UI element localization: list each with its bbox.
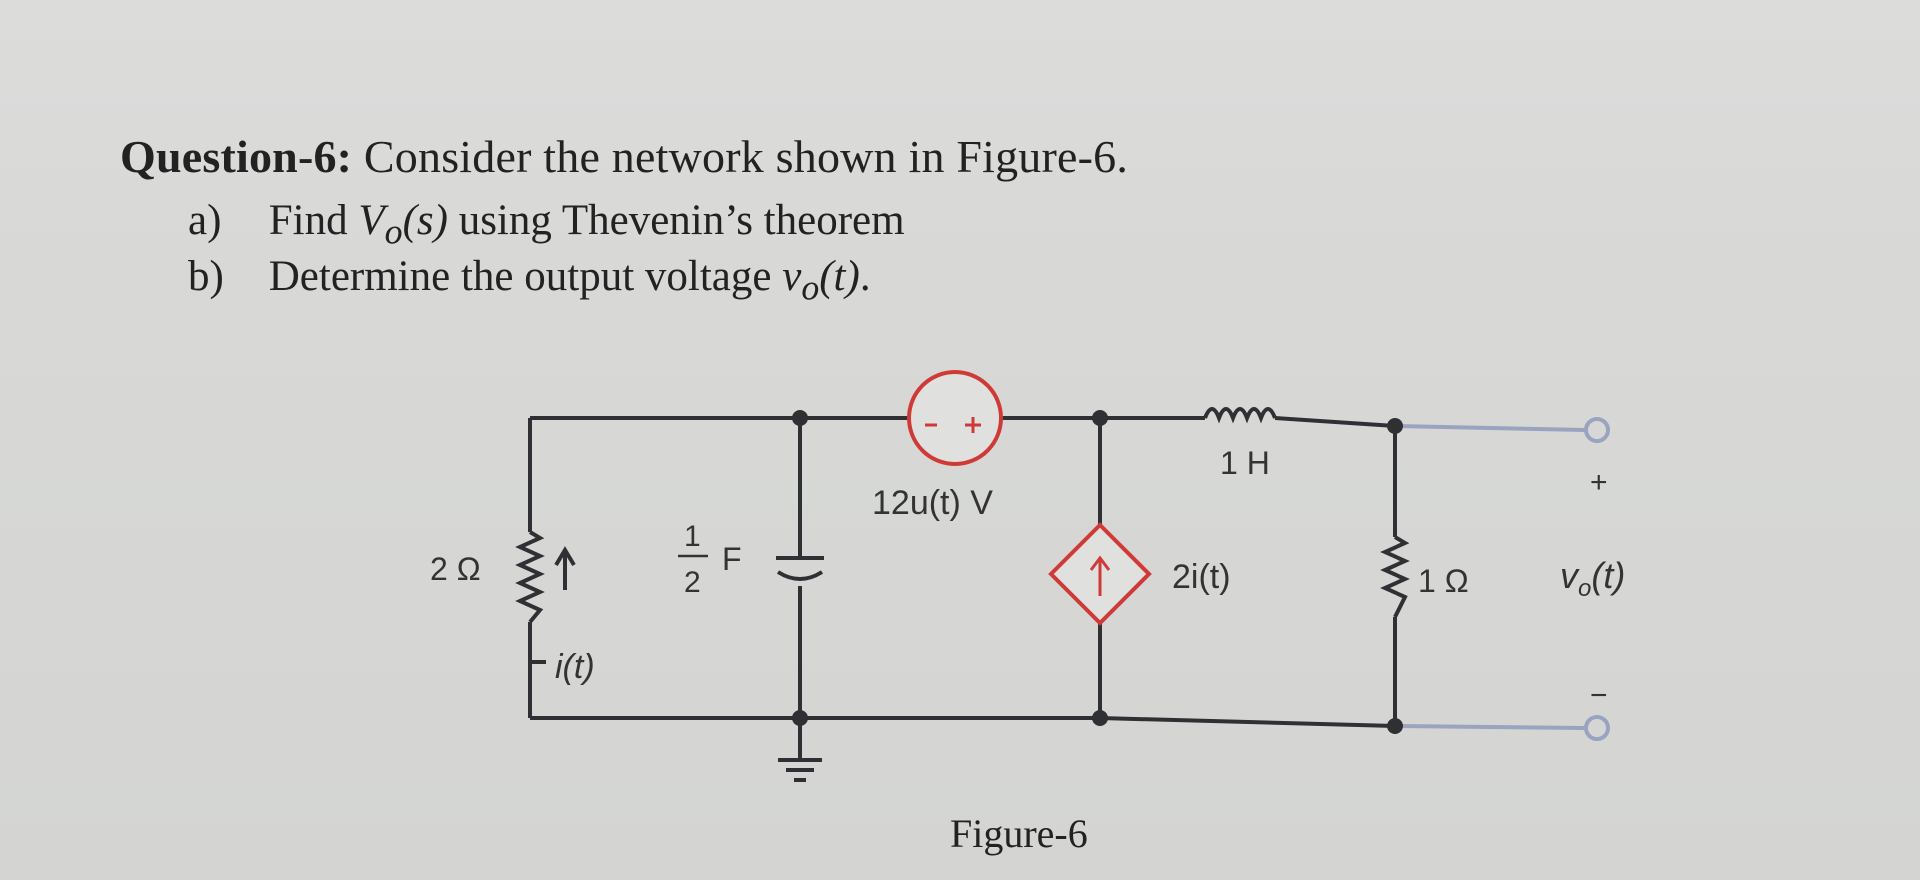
figure-caption: Figure-6	[950, 811, 1088, 856]
label-inductor: 1 H	[1220, 445, 1270, 481]
part-a-label: a)	[188, 197, 222, 244]
wire-top-right	[1100, 416, 1396, 428]
label-voltage-source: 12u(t) V	[872, 484, 993, 522]
node	[792, 410, 808, 426]
label-output-var: v	[1560, 555, 1580, 596]
part-b: b) Determine the output voltage vo(t).	[188, 252, 871, 309]
question-title: Question-6: Consider the network shown i…	[120, 130, 1128, 183]
wire-output-top	[1394, 424, 1586, 432]
part-b-var: v	[782, 253, 802, 300]
wire-output-bottom	[1394, 724, 1586, 730]
terminal-bottom	[1584, 715, 1610, 741]
resistor-left	[515, 530, 545, 624]
part-a-before: Find	[268, 197, 348, 244]
part-a-arg: (s)	[402, 197, 448, 244]
voltage-source	[907, 370, 1003, 466]
current-arrow-up-icon	[554, 546, 576, 590]
label-minus: −	[1590, 679, 1608, 712]
node	[1092, 410, 1108, 426]
part-a-after: using Thevenin’s theorem	[458, 197, 905, 244]
label-dependent-source: 2i(t)	[1172, 558, 1231, 596]
label-output-sub: o	[1578, 575, 1591, 602]
part-b-arg: (t)	[819, 253, 860, 300]
node	[792, 710, 808, 726]
part-a-var: V	[358, 197, 385, 244]
node	[1092, 710, 1108, 726]
part-b-after: .	[859, 253, 871, 300]
label-plus: +	[1590, 466, 1608, 499]
label-output-arg: (t)	[1591, 555, 1625, 596]
label-cap-num: 1	[684, 520, 701, 553]
inductor-icon	[1203, 407, 1277, 424]
part-a: a) Find Vo(s) using Thevenin’s theorem	[188, 196, 905, 253]
question-label: Question-6:	[120, 131, 353, 182]
node	[1387, 418, 1403, 434]
label-current: i(t)	[555, 648, 595, 686]
part-b-before: Determine the output voltage	[268, 253, 772, 300]
capacitor	[776, 556, 824, 581]
terminal-top	[1584, 417, 1610, 443]
part-a-sub: o	[384, 211, 403, 252]
part-b-label: b)	[188, 253, 224, 300]
source-polarity-plus	[965, 417, 981, 433]
label-cap-den: 2	[684, 566, 701, 599]
wire-bottom	[530, 716, 1396, 728]
ground-icon	[778, 758, 822, 782]
node	[1387, 718, 1403, 734]
label-cap-unit: F	[722, 541, 742, 577]
label-resistor-right: 1 Ω	[1418, 563, 1469, 599]
question-text: Consider the network shown in Figure-6.	[363, 131, 1129, 182]
resistor-right	[1380, 535, 1410, 618]
dependent-arrow-icon	[1089, 555, 1111, 596]
part-b-sub: o	[801, 267, 820, 308]
label-resistor-left: 2 Ω	[430, 551, 481, 587]
label-output: vo(t)	[1560, 555, 1625, 602]
